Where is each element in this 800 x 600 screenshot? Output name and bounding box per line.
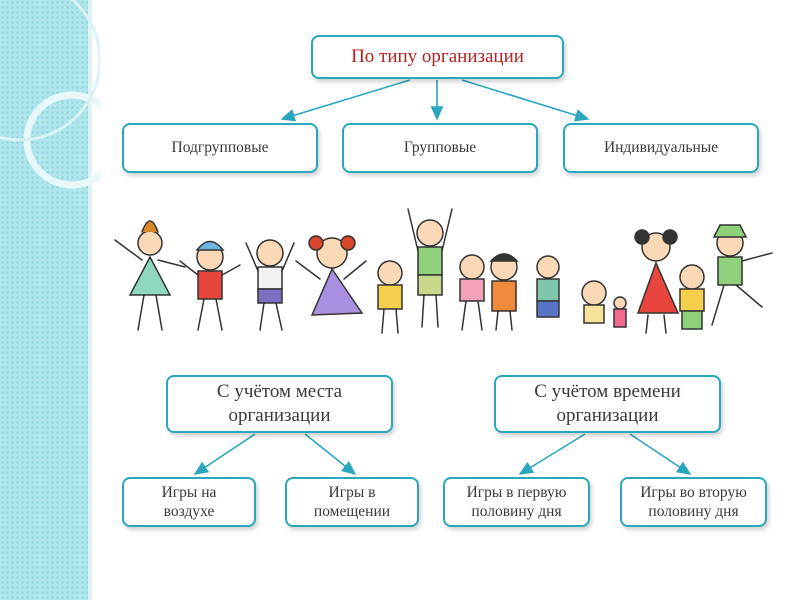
type-group-box: Групповые	[342, 123, 538, 173]
first-half-games-line2: половину дня	[471, 503, 562, 520]
type-group-label: Групповые	[403, 139, 477, 157]
type-subgroup-label: Подгрупповые	[171, 139, 269, 157]
place-title-line2: организации	[228, 405, 331, 426]
child-13	[711, 224, 773, 326]
indoor-games-line1: Игры в	[328, 483, 376, 501]
second-half-games-box: Игры во вторую половину дня	[620, 477, 767, 527]
second-half-games-line1: Игры во вторую	[640, 483, 747, 501]
arrow-root-to-subgroup	[280, 79, 411, 122]
child-1	[114, 220, 186, 331]
type-individual-label: Индивидуальные	[603, 139, 719, 157]
arrow-place-to-outdoor	[193, 433, 256, 475]
time-title-line2: организации	[556, 405, 659, 426]
type-individual-box: Индивидуальные	[563, 123, 759, 173]
indoor-games-line2: помещении	[313, 503, 391, 520]
decorative-rings	[0, 0, 100, 189]
arrow-root-to-individual	[461, 79, 590, 122]
arrow-time-to-first-half	[518, 433, 586, 475]
arrow-time-to-second-half	[629, 433, 692, 475]
first-half-games-box: Игры в первую половину дня	[443, 477, 590, 527]
child-3	[245, 239, 295, 331]
place-title-line1: С учётом места	[216, 381, 343, 403]
child-7	[459, 254, 485, 331]
child-10	[581, 280, 627, 328]
outdoor-games-line2: воздухе	[163, 503, 215, 520]
child-12	[679, 264, 705, 330]
place-category-box: С учётом места организации	[166, 375, 393, 433]
type-subgroup-box: Подгрупповые	[122, 123, 318, 173]
indoor-games-box: Игры в помещении	[285, 477, 419, 527]
child-2	[179, 240, 241, 331]
arrow-place-to-indoor	[304, 433, 357, 475]
decorative-side-strip	[0, 0, 88, 600]
root-category-label: По типу организации	[351, 46, 524, 68]
child-4	[295, 235, 367, 316]
second-half-games-line2: половину дня	[648, 503, 739, 520]
cheering-children-illustration	[114, 208, 773, 334]
child-8	[489, 253, 519, 331]
side-divider	[88, 0, 92, 600]
first-half-games-line1: Игры в первую	[466, 483, 567, 501]
time-title-line1: С учётом времени	[534, 381, 681, 403]
child-5	[377, 260, 403, 334]
root-category-box: По типу организации	[311, 35, 564, 79]
outdoor-games-line1: Игры на	[161, 483, 217, 501]
child-6	[407, 208, 453, 328]
child-9	[536, 255, 560, 318]
time-category-box: С учётом времени организации	[494, 375, 721, 433]
child-11	[634, 229, 680, 334]
outdoor-games-box: Игры на воздухе	[122, 477, 256, 527]
